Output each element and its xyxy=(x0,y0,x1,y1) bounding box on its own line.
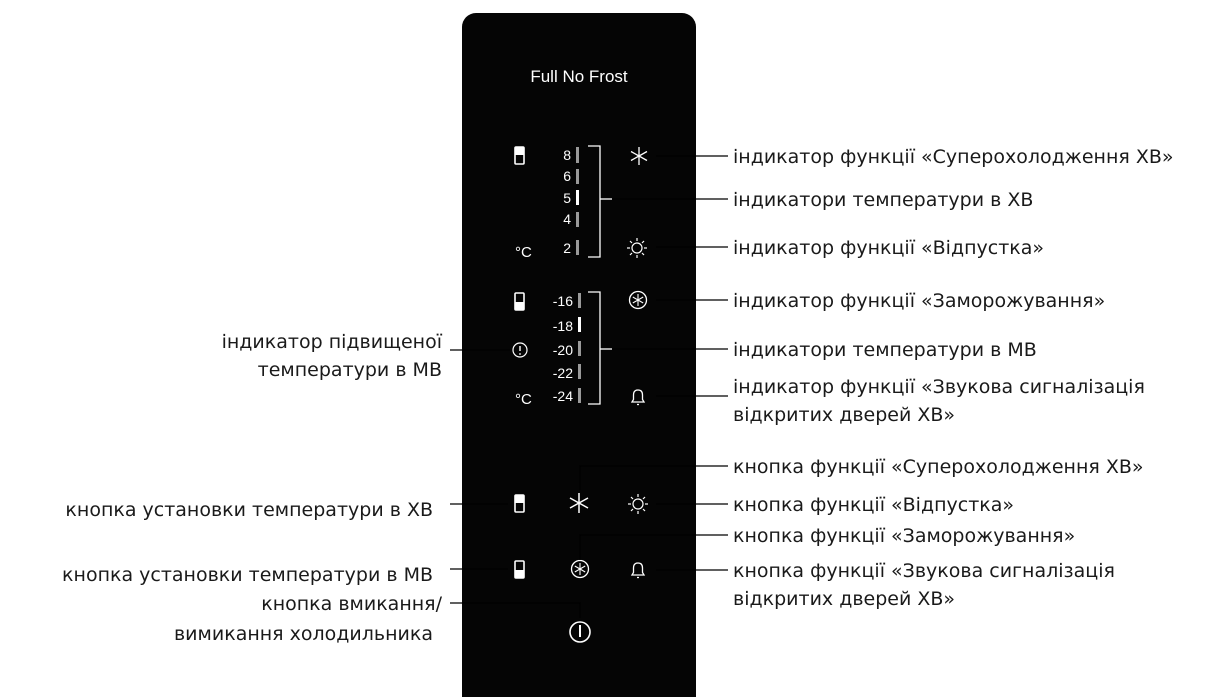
label-power-button-line1: кнопка вмикання/ xyxy=(261,593,442,615)
label-fridge-temp-indicators: індикатори температури в ХВ xyxy=(733,189,1033,211)
freezer-level-16: -16 xyxy=(553,293,573,309)
freezer-scale-bracket xyxy=(588,291,601,405)
label-high-temp-indicator-line2: температури в МВ xyxy=(258,359,442,381)
fridge-bar-4 xyxy=(576,212,579,227)
label-door-alarm-indicator-line2: відкритих дверей ХВ» xyxy=(733,404,955,426)
label-door-alarm-indicator-line1: індикатор функції «Звукова сигналізація xyxy=(733,376,1145,398)
snowflake-icon xyxy=(630,147,648,165)
power-button[interactable] xyxy=(569,621,591,643)
freezer-bar-16 xyxy=(578,293,581,308)
freezer-bar-18 xyxy=(578,317,581,332)
label-freeze-button: кнопка функції «Заморожування» xyxy=(733,525,1075,547)
freezer-temp-button[interactable] xyxy=(514,560,525,579)
fridge-degree-symbol: °C xyxy=(515,244,532,261)
fridge-bar-2 xyxy=(576,240,579,255)
fridge-icon xyxy=(514,146,525,165)
label-freezer-temp-button: кнопка установки температури в МВ xyxy=(62,564,433,586)
freezer-icon xyxy=(514,292,525,311)
leader-super-cool-button xyxy=(579,465,728,490)
fridge-level-2: 2 xyxy=(563,240,571,256)
fridge-bar-6 xyxy=(576,169,579,184)
label-super-cool-indicator: індикатор функції «Суперохолодження ХВ» xyxy=(733,146,1174,168)
sun-icon xyxy=(627,238,647,258)
freezer-bar-20 xyxy=(578,341,581,356)
fridge-bar-5 xyxy=(576,190,579,205)
label-door-alarm-button-line1: кнопка функції «Звукова сигналізація xyxy=(733,560,1115,582)
freezer-bar-22 xyxy=(578,364,581,379)
fridge-level-8: 8 xyxy=(563,147,571,163)
leader-power-button xyxy=(450,602,581,618)
label-door-alarm-button-line2: відкритих дверей ХВ» xyxy=(733,588,955,610)
panel-title: Full No Frost xyxy=(530,67,628,86)
label-high-temp-indicator-line1: індикатор підвищеної xyxy=(222,331,443,353)
fridge-bar-8 xyxy=(576,147,579,163)
super-cool-button[interactable] xyxy=(569,493,589,513)
label-vacation-indicator: індикатор функції «Відпустка» xyxy=(733,237,1044,259)
door-alarm-button[interactable] xyxy=(630,562,646,579)
warning-icon xyxy=(512,342,528,358)
freezer-bar-24 xyxy=(578,388,581,403)
circled-snowflake-icon xyxy=(628,290,648,310)
fridge-level-4: 4 xyxy=(563,211,571,227)
fridge-scale-bracket xyxy=(588,145,601,258)
leader-freeze-button xyxy=(579,534,728,560)
fridge-level-6: 6 xyxy=(563,168,571,184)
freezer-level-20: -20 xyxy=(553,342,573,358)
label-freeze-indicator: індикатор функції «Заморожування» xyxy=(733,290,1105,312)
bell-icon xyxy=(630,389,646,406)
label-freezer-temp-indicators: індикатори температури в МВ xyxy=(733,339,1037,361)
freeze-button[interactable] xyxy=(570,559,590,579)
vacation-button[interactable] xyxy=(628,494,648,514)
label-vacation-button: кнопка функції «Відпустка» xyxy=(733,494,1014,516)
freezer-level-18: -18 xyxy=(553,318,573,334)
label-power-button-line2: вимикання холодильника xyxy=(174,623,433,645)
freezer-level-22: -22 xyxy=(553,365,573,381)
freezer-level-24: -24 xyxy=(553,388,573,404)
label-super-cool-button: кнопка функції «Суперохолодження ХВ» xyxy=(733,456,1144,478)
fridge-temp-button[interactable] xyxy=(514,494,525,513)
label-fridge-temp-button: кнопка установки температури в ХВ xyxy=(65,499,433,521)
fridge-level-5: 5 xyxy=(563,190,571,206)
freezer-degree-symbol: °C xyxy=(515,391,532,408)
